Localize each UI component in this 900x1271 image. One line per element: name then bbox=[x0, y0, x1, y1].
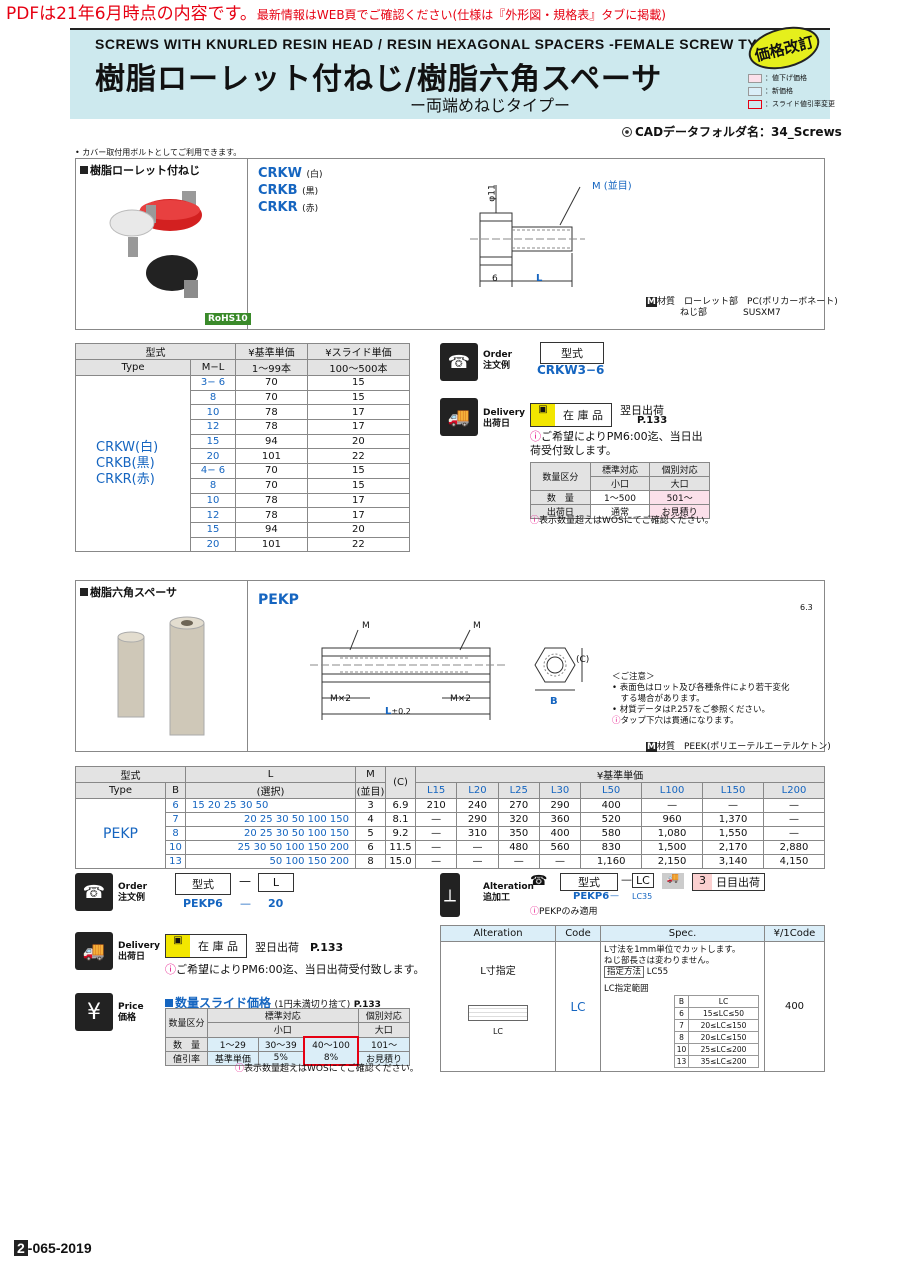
delivery1-page: P.133 bbox=[637, 415, 668, 426]
legend-price-down: ：値下げ価格 bbox=[765, 74, 807, 82]
header-subtitle: ー両端めねじタイプー bbox=[410, 96, 571, 115]
m-left: M bbox=[362, 621, 370, 631]
screw-photo-area bbox=[75, 158, 248, 330]
order2-type-head: 型式 bbox=[175, 873, 231, 895]
order2-l-value: 20 bbox=[268, 897, 284, 910]
alt-name: L寸指定 bbox=[480, 966, 516, 977]
stock-badge: ▣在 庫 品 bbox=[530, 403, 612, 427]
type-crkw: CRKW(白) bbox=[96, 439, 159, 455]
screw-photo bbox=[109, 191, 202, 298]
truck-icon: 🚚 bbox=[440, 398, 478, 436]
square-icon bbox=[80, 166, 88, 174]
legend-new-price: ：新価格 bbox=[765, 87, 793, 95]
price-legend: ：値下げ価格 ：新価格 ：スライド値引率変更 bbox=[748, 72, 835, 111]
dim-diameter: φ11 bbox=[487, 184, 498, 202]
alt-note: ⓘPEKPのみ適用 bbox=[530, 907, 598, 917]
price-foot: ⓘ表示数量超えはWOSにてご確認ください。 bbox=[235, 1064, 419, 1074]
m-icon: M bbox=[646, 297, 657, 307]
section-hex-spacer bbox=[75, 580, 825, 752]
spacer-notes: ＜ご注意＞• 表面色はロット及び各種条件により若干変化 する場合があります。• … bbox=[612, 672, 790, 726]
dim-l: L bbox=[536, 273, 543, 284]
spacer-photo-area bbox=[75, 580, 248, 752]
box-icon: ▣ bbox=[531, 404, 555, 426]
material2: M材質 PEEK(ポリエーテルエーテルケトン) bbox=[646, 742, 831, 752]
price-title-row: 数量スライド価格 (1円未満切り捨て) P.133 bbox=[165, 994, 381, 1011]
truck-icon: 🚚 bbox=[75, 932, 113, 970]
type-crkb: CRKB(黒) bbox=[96, 455, 155, 471]
delivery1-note: ⓘご希望によりPM6:00迄、当日出荷受付致します。 bbox=[530, 430, 703, 457]
order1-example: CRKW3−6 bbox=[537, 363, 605, 377]
truck-small-icon: 🚚 bbox=[662, 873, 684, 889]
section2-title: 樹脂六角スペーサ bbox=[80, 584, 177, 600]
order1-type-head: 型式 bbox=[540, 342, 604, 364]
section-knurled-screw bbox=[75, 158, 825, 330]
mx2-right: M×2 bbox=[450, 694, 472, 704]
radio-icon bbox=[622, 127, 632, 137]
spacer-photo bbox=[117, 616, 205, 736]
stock-badge-2: ▣在 庫 品 bbox=[165, 934, 247, 958]
phone-small-icon: ☎ bbox=[530, 873, 548, 889]
order2-l-head: L bbox=[258, 873, 294, 892]
notice-main: PDFは21年6月時点の内容です。 bbox=[6, 4, 257, 24]
info-icon: ⓘ bbox=[530, 430, 541, 443]
dim-l-pekp: L±0.2 bbox=[385, 706, 411, 717]
alt-example-lc: LC35 bbox=[632, 892, 653, 901]
delivery2-ship: 翌日出荷 P.133 bbox=[255, 941, 344, 954]
section1-title: 樹脂ローレット付ねじ bbox=[80, 162, 200, 178]
dim-6: 6 bbox=[492, 274, 498, 284]
legend-slide-change: ：スライド値引率変更 bbox=[765, 100, 835, 108]
mx2-left: M×2 bbox=[330, 694, 352, 704]
phone-icon: ☎ bbox=[440, 343, 478, 381]
header-band bbox=[70, 28, 830, 119]
usage-note: • カバー取付用ボルトとしてご利用できます。 bbox=[75, 148, 242, 157]
roughness: 6.3 bbox=[800, 603, 813, 612]
m-right: M bbox=[473, 621, 481, 631]
lc-bar-drawing bbox=[468, 1005, 528, 1021]
pekp-code: PEKP bbox=[258, 592, 299, 608]
material1: M材質 ローレット部 PC(ポリカーボネート) ねじ部 SUSXM7 bbox=[646, 297, 838, 318]
alt-lc-head: LC bbox=[632, 873, 654, 888]
page-number: 2-065-2019 bbox=[14, 1240, 92, 1256]
drill-icon: ⟂ bbox=[440, 873, 460, 917]
delivery1-foot: ⓘ表示数量超えはWOSにてご確認ください。 bbox=[530, 516, 714, 526]
dim-c: (C) bbox=[576, 655, 590, 665]
alt-example-type: PEKP6 bbox=[573, 891, 610, 902]
cad-folder-label: CADデータフォルダ名：34_Screws bbox=[635, 125, 842, 139]
section1-types: CRKW (白) CRKB (黒) CRKR (赤) bbox=[258, 166, 323, 215]
rohs-badge: RoHS10 bbox=[205, 313, 251, 325]
alt-code: LC bbox=[555, 941, 601, 1072]
dash: — bbox=[239, 874, 251, 888]
next-day-ship: 翌日出荷 bbox=[620, 404, 664, 417]
dash2: — bbox=[240, 897, 251, 910]
yen-icon: ¥ bbox=[75, 993, 113, 1031]
phone-icon: ☎ bbox=[75, 873, 113, 911]
order2-type-value: PEKP6 bbox=[183, 897, 223, 910]
header-english-title: SCREWS WITH KNURLED RESIN HEAD / RESIN H… bbox=[95, 36, 782, 52]
dim-b: B bbox=[550, 696, 558, 707]
delivery2-note: ⓘご希望によりPM6:00迄、当日出荷受付致します。 bbox=[165, 963, 425, 976]
pdf-notice: PDFは21年6月時点の内容です。最新情報はWEB頁でご確認ください(仕様は『外… bbox=[6, 4, 666, 25]
header-japanese-title: 樹脂ローレット付ねじ/樹脂六角スペーサ bbox=[95, 62, 663, 97]
alt-type-head: 型式 bbox=[560, 873, 618, 891]
notice-sub: 最新情報はWEB頁でご確認ください(仕様は『外形図・規格表』タブに掲載) bbox=[256, 8, 666, 22]
screw-drawing bbox=[470, 185, 585, 287]
type-crkr: CRKR(赤) bbox=[96, 471, 155, 487]
alt-price: 400 bbox=[764, 941, 825, 1072]
cad-folder: CADデータフォルダ名：34_Screws bbox=[622, 123, 842, 140]
dim-m: M (並目) bbox=[592, 181, 632, 192]
spacer-drawing bbox=[310, 629, 583, 720]
